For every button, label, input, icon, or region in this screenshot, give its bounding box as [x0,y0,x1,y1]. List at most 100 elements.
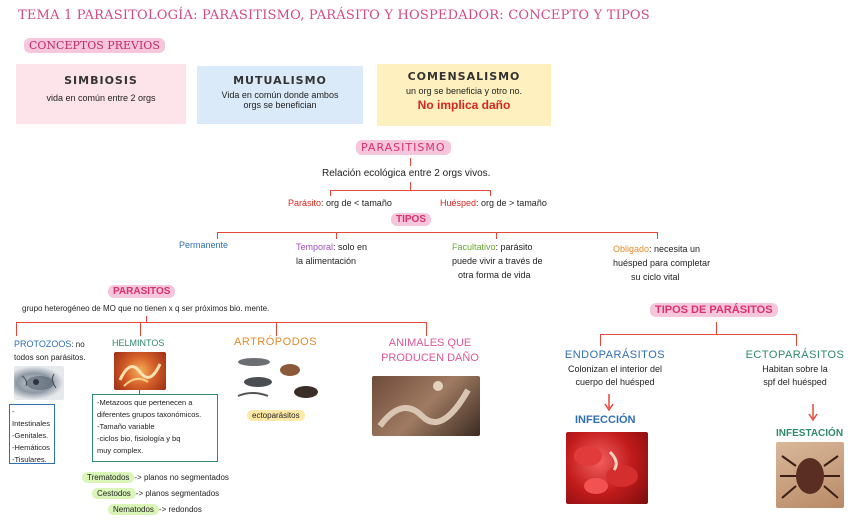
infestacion-label: INFESTACIÓN [776,428,844,439]
mutualismo-line2: orgs se benefician [243,100,317,110]
facultativo-text2: puede vivir a través de [452,256,543,266]
connector [496,232,497,239]
nematodos-label: Nematodos [108,504,159,515]
comensalismo-title: COMENSALISMO [407,70,521,83]
snake-illustration [377,381,471,428]
mutualismo-card: MUTUALISMO Vida en común donde ambos org… [197,66,363,124]
comensalismo-line1: un org se beneficia y otro no. [405,86,523,96]
helmintos-desc-line: -Tamaño variable [97,422,155,431]
blood-cells-illustration [574,446,638,494]
connector [16,322,426,323]
parasitos-definition: grupo heterogéneo de MO que no tienen x … [22,304,270,313]
tipos-parasitos-heading: TIPOS DE PARÁSITOS [650,303,778,317]
protozoos-text1: : no [71,340,85,349]
huesped-label: Huésped [440,198,477,208]
obligado-text3: su ciclo vital [631,272,680,282]
connector [600,334,796,335]
parasitos-heading-wrap: PARASITOS [108,285,176,298]
trematodos-row: Trematodos-> planos no segmentados [82,472,229,484]
artropodos-note-wrap: ectoparásitos [247,410,305,422]
connector [716,322,717,334]
artropodos-illustration [237,358,318,398]
animales-image [372,376,480,436]
huesped-definition: Huésped: org de > tamaño [440,198,547,208]
cestodos-row: Cestodos-> planos segmentados [92,488,219,500]
artropodos-note: ectoparásitos [247,410,305,421]
facultativo-label: Facultativo [452,242,496,252]
artropodos-label: ARTRÓPODOS [234,336,318,348]
endoparasitos-label: ENDOPARÁSITOS [564,349,666,361]
helmintos-label: HELMINTOS [112,338,165,348]
comensalismo-emphasis: No implica daño [417,98,511,112]
protozoos-item: -Genitales. [12,431,49,440]
endoparasitos-block: ENDOPARÁSITOS Colonizan el interior del … [556,349,674,389]
animales-line1: ANIMALES QUE [388,337,472,349]
connector [139,390,140,394]
helmintos-desc-line: -Metazoos que pertenecen a [97,398,193,407]
trematodos-text: -> planos no segmentados [134,473,229,482]
temporal-text2: la alimentación [296,256,357,266]
protozoos-block: PROTOZOOS: no todos son parásitos. [14,338,86,364]
connector [426,322,427,336]
parasitos-heading: PARASITOS [108,285,176,298]
protozoos-text2: todos son parásitos. [14,353,86,362]
obligado-text1: : necesita un [649,244,701,254]
cestodos-label: Cestodos [92,488,136,499]
cestodos-text: -> planos segmentados [135,489,220,498]
protozoos-item: -Intestinales [12,407,50,428]
artropodos-image [228,352,328,404]
parasito-text: : org de < tamaño [321,198,392,208]
obligado-text2: huésped para completar [613,258,711,268]
animales-line2: PRODUCEN DAÑO [381,352,479,364]
simbiosis-text: vida en común entre 2 orgs [46,93,156,103]
connector [217,232,218,239]
protozoos-item: -Tisulares. [12,455,47,464]
mutualismo-line1: Vida en común donde ambos [221,90,339,100]
connector [336,232,337,239]
connector [146,316,147,322]
connector [600,334,601,346]
infeccion-label: INFECCIÓN [575,414,636,426]
connector [276,322,277,336]
connector [490,190,491,196]
mutualismo-title: MUTUALISMO [233,74,327,87]
nematodos-text: -> redondos [158,505,202,514]
helminto-illustration [118,363,162,387]
connector [410,158,411,166]
temporal-label: Temporal [296,242,334,252]
connector [140,322,141,336]
animales-label: ANIMALES QUE PRODUCEN DAÑO [370,336,490,366]
connector [796,334,797,346]
tipo-temporal: Temporal: solo en la alimentación [296,240,367,268]
helmintos-desc-line: muy complex. [97,446,144,455]
protozoos-list: -Intestinales -Genitales. -Hemáticos -Ti… [9,404,55,464]
conceptos-previos-heading: CONCEPTOS PREVIOS [24,38,165,53]
parasitismo-definition: Relación ecológica entre 2 orgs vivos. [322,168,491,179]
parasito-label: Parásito [288,198,322,208]
endoparasitos-text1: Colonizan el interior del [567,364,663,374]
helmintos-description-box: -Metazoos que pertenecen a diferentes gr… [92,394,218,462]
helmintos-image [114,352,166,390]
connector [330,190,490,191]
facultativo-text3: otra forma de vida [458,270,531,280]
connector [16,322,17,336]
parasitismo-heading-wrap: PARASITISMO [356,140,451,155]
connector [330,190,331,196]
obligado-label: Obligado [613,244,650,254]
facultativo-text1: : parásito [495,242,533,252]
comensalismo-card: COMENSALISMO un org se beneficia y otro … [377,64,551,126]
protozoos-label: PROTOZOOS [14,339,72,349]
tipo-facultativo: Facultativo: parásito puede vivir a trav… [452,240,543,282]
infeccion-image [566,432,648,504]
tipos-heading-wrap: TIPOS [391,213,432,226]
endoparasitos-text2: cuerpo del huésped [575,377,655,387]
protozoo-illustration [21,373,57,390]
ectoparasitos-text1: Habitan sobre la [762,364,828,374]
ectoparasitos-label: ECTOPARÁSITOS [745,349,845,361]
protozoos-item: -Hemáticos [12,443,50,452]
section-conceptos-previos: CONCEPTOS PREVIOS [24,38,165,53]
arrow-down-icon [808,404,818,422]
simbiosis-title: SIMBIOSIS [64,74,138,87]
tipos-heading: TIPOS [391,213,432,226]
infestacion-image [776,442,844,508]
